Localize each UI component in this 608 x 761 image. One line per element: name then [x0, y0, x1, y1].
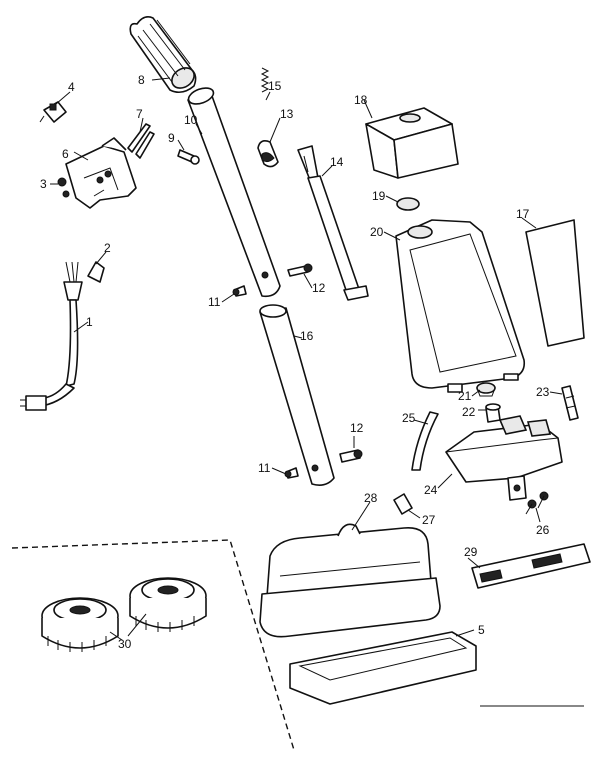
- label-19: 19: [372, 189, 386, 203]
- label-7: 7: [136, 107, 143, 121]
- label-13: 13: [280, 107, 294, 121]
- cap-part: [396, 197, 420, 211]
- label-11-lower: 11: [258, 461, 271, 475]
- part-labels: 8 4 7 9 10 15 13 14 6 3 2 1 11 12 16 11 …: [40, 73, 550, 651]
- label-10: 10: [184, 113, 198, 127]
- label-12-lower: 12: [350, 421, 364, 435]
- fitting-part-21: [476, 382, 496, 397]
- label-26: 26: [536, 523, 550, 537]
- hose-part: [411, 411, 439, 471]
- wire-connector-part: [87, 261, 105, 283]
- screw-part-12a: [287, 263, 313, 277]
- upper-handle-tube-part: [187, 87, 281, 298]
- handle-bracket-part: [65, 137, 137, 209]
- power-cord-part: [20, 261, 83, 411]
- brush-part-right: [129, 577, 207, 632]
- pump-housing-part: [445, 415, 563, 501]
- screw-part-9: [177, 149, 200, 165]
- label-23: 23: [536, 385, 550, 399]
- screw-part-11a: [232, 285, 247, 297]
- accessory-section-border: [11, 539, 295, 751]
- nut-part: [57, 177, 70, 198]
- label-18: 18: [354, 93, 368, 107]
- label-28: 28: [364, 491, 378, 505]
- label-1: 1: [86, 315, 93, 329]
- screw-part-12b: [339, 449, 363, 463]
- strip-part: [471, 543, 591, 589]
- label-12-upper: 12: [312, 281, 326, 295]
- clip-part-27: [393, 493, 413, 515]
- screws-part-26: [525, 491, 549, 515]
- label-15: 15: [268, 79, 282, 93]
- label-2: 2: [104, 241, 111, 255]
- label-22: 22: [462, 405, 476, 419]
- screw-part-11b: [284, 467, 299, 479]
- label-20: 20: [370, 225, 384, 239]
- pin-part: [561, 385, 579, 421]
- handle-grip-part: [129, 16, 197, 94]
- latch-clip-part: [257, 140, 279, 168]
- label-17: 17: [516, 207, 530, 221]
- fitting-part-22: [485, 403, 501, 423]
- label-9: 9: [168, 131, 175, 145]
- label-11-upper: 11: [208, 295, 221, 309]
- tank-cover-part: [365, 107, 459, 179]
- label-29: 29: [464, 545, 478, 559]
- drip-tray-part: [289, 631, 477, 705]
- label-30: 30: [118, 637, 132, 651]
- spring-part: [260, 67, 270, 93]
- base-housing-part: [259, 523, 441, 638]
- label-5: 5: [478, 623, 485, 637]
- lower-handle-tube-part: [259, 304, 335, 486]
- leader-lines: [50, 77, 563, 641]
- label-25: 25: [402, 411, 416, 425]
- solution-tank-part: [395, 219, 526, 393]
- brush-part-left: [41, 597, 119, 652]
- label-4: 4: [68, 80, 75, 94]
- label-6: 6: [62, 147, 69, 161]
- label-3: 3: [40, 177, 47, 191]
- label-14: 14: [330, 155, 344, 169]
- bracket-rod-part: [297, 145, 369, 301]
- label-8: 8: [138, 73, 145, 87]
- decal-part: [525, 219, 585, 347]
- label-21: 21: [458, 389, 472, 403]
- label-27: 27: [422, 513, 436, 527]
- label-16: 16: [300, 329, 314, 343]
- label-24: 24: [424, 483, 438, 497]
- switch-part: [39, 101, 67, 123]
